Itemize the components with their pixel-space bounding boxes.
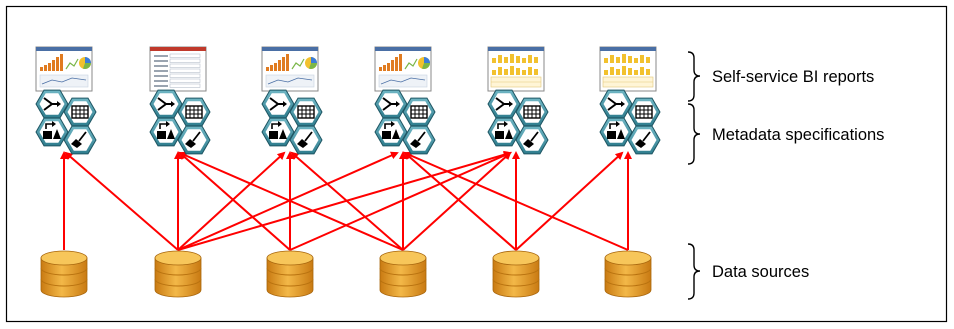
sources-layer xyxy=(40,250,652,298)
grid-table-icon xyxy=(402,97,436,127)
broom-clean-icon xyxy=(402,125,436,155)
sources-brace xyxy=(687,243,701,300)
grid-table-icon xyxy=(515,97,549,127)
merge-arrow-icon xyxy=(35,89,69,119)
connection-arrow xyxy=(177,151,399,251)
shapes-transform-icon xyxy=(149,117,183,147)
database-cylinder-icon xyxy=(40,250,88,298)
connection-arrow xyxy=(178,151,291,251)
broom-clean-icon xyxy=(515,125,549,155)
database-cylinder-icon xyxy=(492,250,540,298)
connection-arrow xyxy=(515,151,624,251)
database-cylinder-icon xyxy=(266,250,314,298)
report-dashboard xyxy=(35,46,93,92)
merge-arrow-icon xyxy=(599,89,633,119)
database-cylinder-icon xyxy=(154,250,202,298)
connection-arrow xyxy=(178,151,404,251)
metadata-spec-1 xyxy=(35,89,97,155)
shapes-transform-icon xyxy=(599,117,633,147)
merge-arrow-icon xyxy=(487,89,521,119)
grid-table-icon xyxy=(627,97,661,127)
merge-arrow-icon xyxy=(149,89,183,119)
report-form xyxy=(149,46,207,92)
metadata-brace xyxy=(687,103,701,165)
broom-clean-icon xyxy=(63,125,97,155)
shapes-transform-icon xyxy=(35,117,69,147)
connection-arrow xyxy=(403,151,629,251)
connections-layer xyxy=(60,150,632,251)
report-heatgrid xyxy=(599,46,657,92)
grid-table-icon xyxy=(63,97,97,127)
frame-border xyxy=(5,5,948,323)
connection-arrow xyxy=(402,151,512,251)
report-dashboard xyxy=(261,46,319,92)
reports-label: Self-service BI reports xyxy=(712,68,874,86)
connection-arrow xyxy=(64,151,179,251)
grid-table-icon xyxy=(177,97,211,127)
database-cylinder-icon xyxy=(379,250,427,298)
broom-clean-icon xyxy=(177,125,211,155)
reports-brace xyxy=(687,51,701,102)
metadata-spec-4 xyxy=(374,89,436,155)
metadata-spec-3 xyxy=(261,89,323,155)
metadata-layer xyxy=(35,89,661,155)
report-heatgrid xyxy=(487,46,545,92)
connection-arrow xyxy=(177,150,512,251)
metadata-spec-2 xyxy=(149,89,211,155)
database-cylinder-icon xyxy=(604,250,652,298)
shapes-transform-icon xyxy=(487,117,521,147)
sources-label: Data sources xyxy=(712,263,809,281)
broom-clean-icon xyxy=(627,125,661,155)
connection-arrow xyxy=(289,151,512,251)
metadata-label: Metadata specifications xyxy=(712,126,884,144)
connection-arrow xyxy=(177,151,286,251)
broom-clean-icon xyxy=(289,125,323,155)
connection-arrow xyxy=(403,151,517,251)
shapes-transform-icon xyxy=(261,117,295,147)
metadata-spec-6 xyxy=(599,89,661,155)
metadata-spec-5 xyxy=(487,89,549,155)
grid-table-icon xyxy=(289,97,323,127)
connection-arrow xyxy=(290,151,404,251)
merge-arrow-icon xyxy=(374,89,408,119)
reports-layer xyxy=(35,46,657,92)
report-dashboard xyxy=(374,46,432,92)
merge-arrow-icon xyxy=(261,89,295,119)
shapes-transform-icon xyxy=(374,117,408,147)
